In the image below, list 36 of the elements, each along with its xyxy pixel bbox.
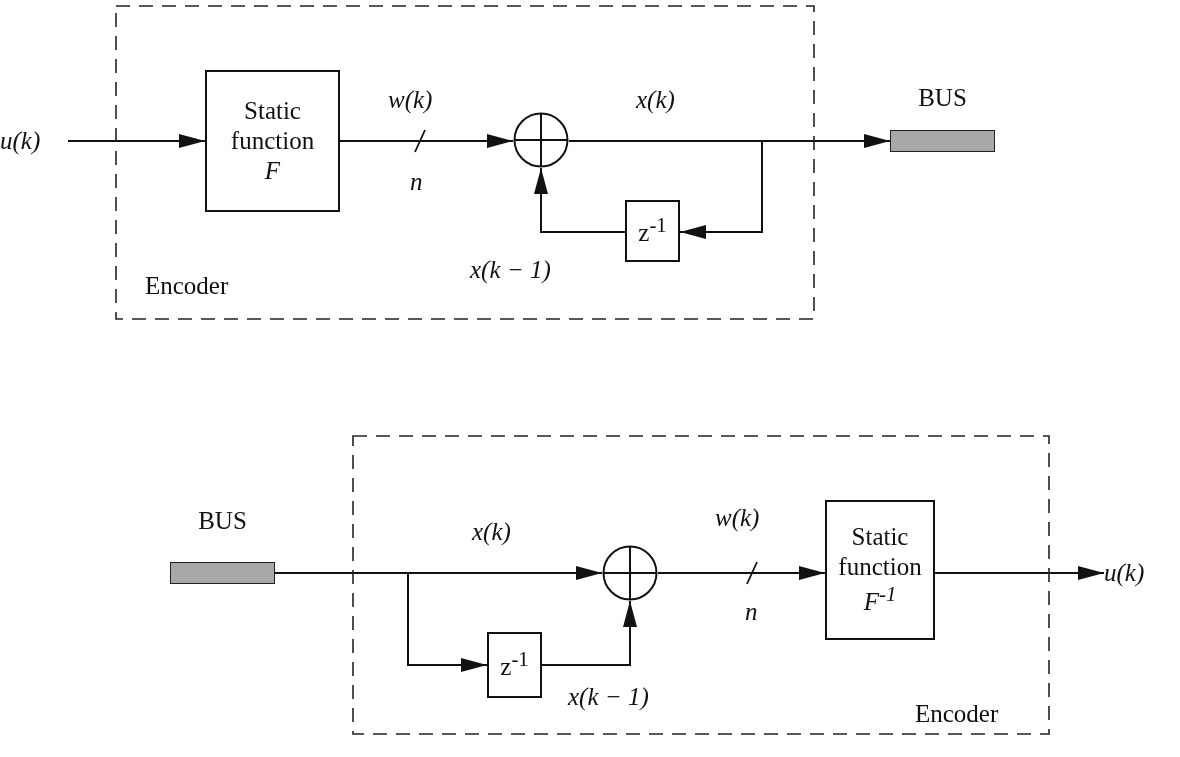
edge-label: x(k − 1) — [568, 683, 649, 711]
function-block — [625, 200, 680, 262]
signal-arrow — [339, 134, 514, 148]
summing-junction — [513, 112, 569, 168]
group-label: Encoder — [145, 272, 229, 300]
group-label: Encoder — [915, 700, 999, 728]
block-label: z$^{-1}$ — [500, 647, 529, 683]
bus-label: BUS — [197, 507, 248, 535]
signal-arrow — [657, 566, 826, 580]
block-label: Static function — [229, 96, 316, 156]
signal-label: u(k) — [0, 124, 68, 158]
block-symbol: F$^{-1}$ — [863, 582, 897, 618]
signal-arrow — [568, 140, 763, 239]
function-block — [825, 500, 935, 640]
function-block — [487, 632, 542, 698]
signal-arrow — [274, 572, 488, 672]
edge-label: w(k) — [715, 504, 760, 532]
dashed-group-box — [115, 5, 815, 320]
function-block — [205, 70, 340, 212]
edge-label: x(k) — [472, 518, 511, 546]
signal-arrow — [67, 134, 206, 148]
edge-label: w(k) — [388, 86, 433, 114]
block-symbol: F — [264, 156, 281, 186]
bus-label: BUS — [917, 84, 968, 112]
bus-width-label: n — [410, 168, 423, 196]
signal-arrow — [934, 566, 1105, 580]
signal-arrow — [541, 600, 637, 666]
block-label: Static function — [837, 522, 923, 583]
summing-junction — [602, 545, 658, 601]
signal-label: u(k) — [1104, 556, 1176, 590]
edge-label: x(k) — [636, 86, 675, 114]
edge-label: x(k − 1) — [470, 256, 551, 284]
dashed-group-box — [352, 435, 1050, 735]
bus-width-label: n — [745, 598, 758, 626]
block-label: z$^{-1}$ — [638, 213, 667, 249]
signal-arrow — [534, 167, 626, 233]
